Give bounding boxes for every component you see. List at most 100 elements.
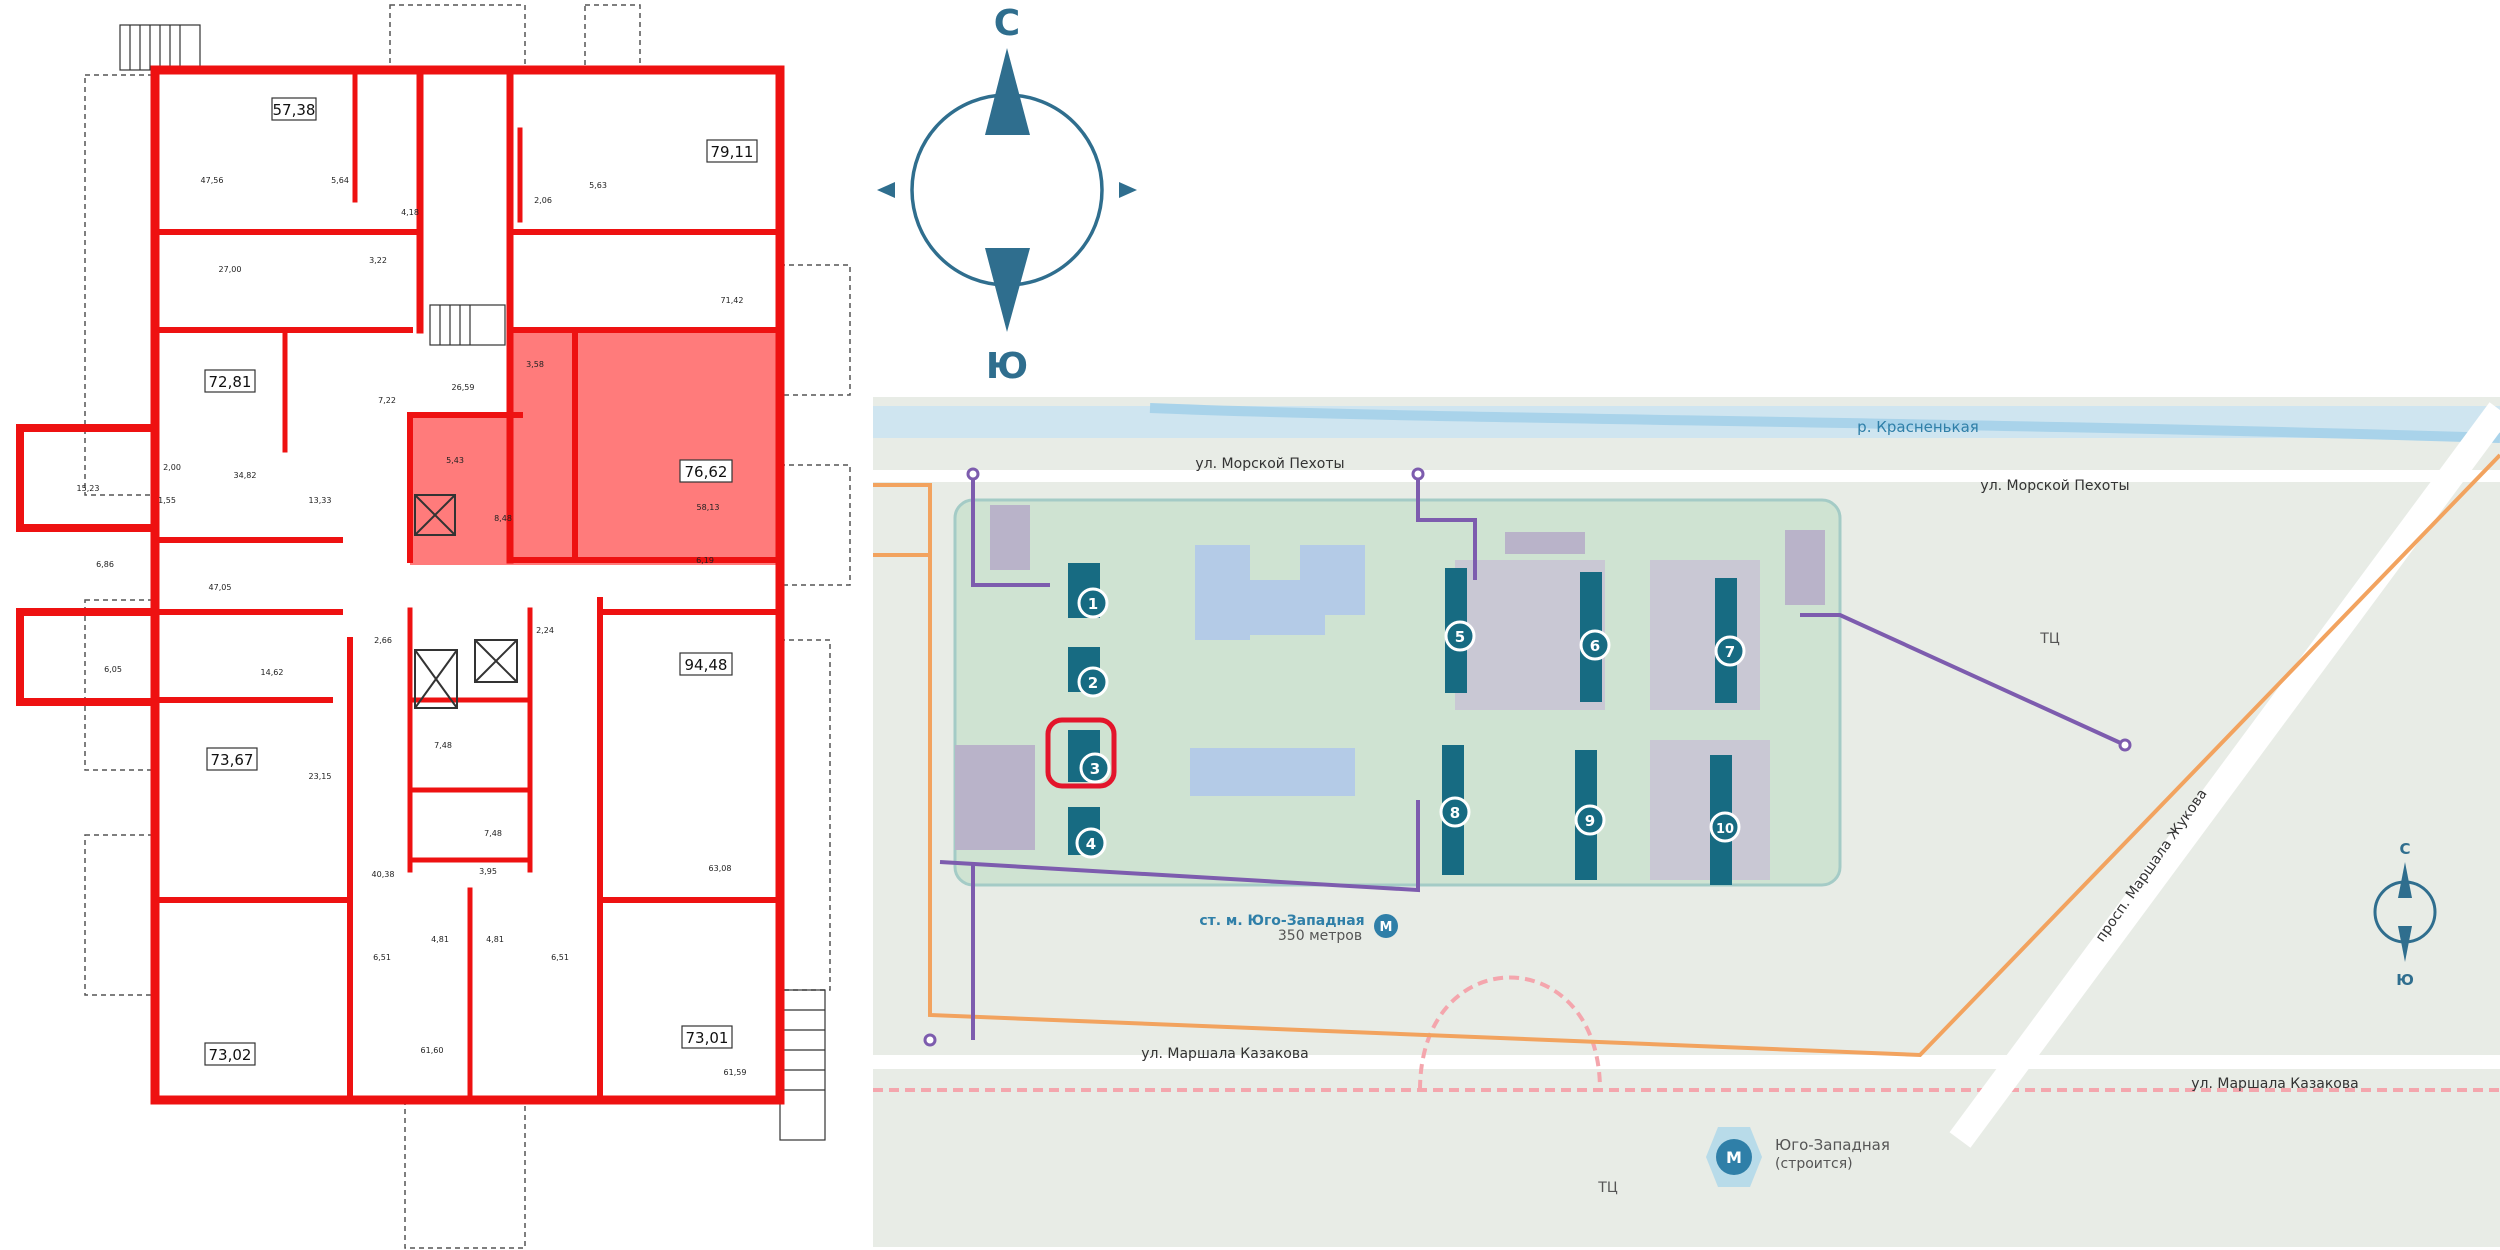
route-points	[923, 467, 2132, 1047]
unit-area: 57,38	[273, 101, 316, 119]
building-badge[interactable]: 9	[1574, 804, 1606, 836]
room-area: 6,51	[373, 953, 391, 962]
map-compass: С Ю	[2373, 840, 2437, 989]
room-area: 2,66	[374, 636, 392, 645]
room-area: 6,51	[551, 953, 569, 962]
unit-label[interactable]: 73,02	[204, 1042, 256, 1066]
svg-text:M: M	[1726, 1148, 1742, 1167]
parkings	[955, 505, 1825, 880]
room-area: 47,56	[201, 176, 224, 185]
compass: С Ю	[877, 3, 1137, 387]
unit-area: 79,11	[711, 143, 754, 161]
building-badge[interactable]: 5	[1444, 620, 1476, 652]
compass-north-label: С	[994, 3, 1020, 44]
building-number: 3	[1090, 760, 1100, 778]
compass-south-label: Ю	[986, 346, 1028, 387]
building-number-badges[interactable]: 1 2 3 4 5 6 7 8 9 10	[1045, 587, 1746, 859]
building-badge[interactable]: 4	[1075, 827, 1107, 859]
road-bottom	[873, 1055, 2500, 1069]
room-area: 8,48	[494, 514, 512, 523]
room-area: 7,48	[484, 829, 502, 838]
elevators	[414, 494, 518, 709]
mall-label: ТЦ	[1597, 1180, 1618, 1196]
room-area: 3,58	[526, 360, 544, 369]
building-number: 2	[1088, 674, 1098, 692]
unit-label[interactable]: 73,01	[681, 1025, 733, 1049]
room-area: 6,19	[696, 556, 714, 565]
room-area: 7,48	[434, 741, 452, 750]
unit-label[interactable]: 94,48	[679, 652, 733, 676]
building-number: 7	[1725, 643, 1735, 661]
room-area: 3,95	[479, 867, 497, 876]
room-area: 58,13	[697, 503, 720, 512]
room-area: 5,63	[589, 181, 607, 190]
room-area: 15,23	[77, 484, 100, 493]
building-number: 5	[1455, 628, 1465, 646]
metro-future-label: Юго-Западная	[1775, 1136, 1890, 1154]
room-area: 13,33	[309, 496, 332, 505]
room-area: 34,82	[234, 471, 257, 480]
building-number: 10	[1716, 822, 1734, 837]
room-area: 2,00	[163, 463, 181, 472]
street-label: ул. Морской Пехоты	[1980, 478, 2129, 494]
selected-apartment[interactable]	[410, 330, 780, 565]
room-area: 6,05	[104, 665, 122, 674]
avenue-road	[1949, 402, 2500, 1148]
complex-territory	[953, 498, 1842, 887]
mall-label: ТЦ	[2039, 631, 2060, 647]
unit-area: 73,02	[209, 1046, 252, 1064]
room-labels: 47,56 5,64 4,18 27,00 3,22 2,06 5,63 71,…	[77, 176, 747, 1077]
orange-route	[873, 453, 2500, 1058]
river-label: р. Красненькая	[1857, 418, 1979, 436]
building-number: 6	[1590, 637, 1600, 655]
unit-labels: 57,38 79,11 72,81 76,62 94,48 73,67 73,0…	[204, 97, 758, 1066]
access-routes	[939, 474, 2126, 1040]
school-building	[1190, 545, 1365, 796]
street-label: ул. Маршала Казакова	[1141, 1046, 1308, 1062]
building-badge[interactable]: 2	[1077, 666, 1109, 698]
metro-future-icon[interactable]: M	[1706, 1127, 1762, 1187]
room-area: 61,59	[724, 1068, 747, 1077]
building-badge[interactable]: 6	[1579, 629, 1611, 661]
building-badge[interactable]: 1	[1077, 587, 1109, 619]
walls	[16, 65, 785, 1105]
room-area: 4,81	[431, 935, 449, 944]
svg-text:M: M	[1380, 920, 1393, 935]
room-area: 27,00	[219, 265, 242, 274]
room-area: 7,22	[378, 396, 396, 405]
room-area: 71,42	[721, 296, 744, 305]
room-area: 63,08	[709, 864, 732, 873]
room-area: 40,38	[372, 870, 395, 879]
location-map: 1 2 3 4 5 6 7 8 9 10 р. Красненькая ул. …	[873, 397, 2500, 1247]
unit-label[interactable]: 76,62	[679, 459, 733, 483]
unit-label[interactable]: 57,38	[271, 97, 317, 121]
building-number: 8	[1450, 804, 1460, 822]
unit-label[interactable]: 72,81	[204, 369, 256, 393]
room-area: 4,81	[486, 935, 504, 944]
room-area: 26,59	[452, 383, 475, 392]
street-label: ул. Морской Пехоты	[1195, 456, 1344, 472]
metro-future-note: (строится)	[1775, 1156, 1853, 1172]
room-area: 2,24	[536, 626, 554, 635]
room-area: 4,18	[401, 208, 419, 217]
room-area: 61,60	[421, 1046, 444, 1055]
room-area: 3,22	[369, 256, 387, 265]
unit-area: 73,67	[211, 751, 254, 769]
building-badge-selected[interactable]: 3	[1045, 717, 1117, 789]
road-top	[873, 470, 2500, 482]
building-badge[interactable]: 10	[1709, 811, 1741, 843]
metro-label: ст. м. Юго-Западная	[1199, 913, 1364, 929]
unit-area: 72,81	[209, 373, 252, 391]
map-compass-north: С	[2399, 840, 2410, 858]
room-area: 23,15	[309, 772, 332, 781]
stairs	[119, 24, 826, 1141]
unit-label[interactable]: 79,11	[706, 139, 758, 163]
building-badge[interactable]: 7	[1714, 635, 1746, 667]
unit-area: 94,48	[685, 656, 728, 674]
metro-distance-label: 350 метров	[1278, 928, 1362, 944]
unit-label[interactable]: 73,67	[206, 747, 258, 771]
room-area: 5,43	[446, 456, 464, 465]
building-badge[interactable]: 8	[1439, 796, 1471, 828]
metro-icon[interactable]: M	[1374, 914, 1398, 938]
